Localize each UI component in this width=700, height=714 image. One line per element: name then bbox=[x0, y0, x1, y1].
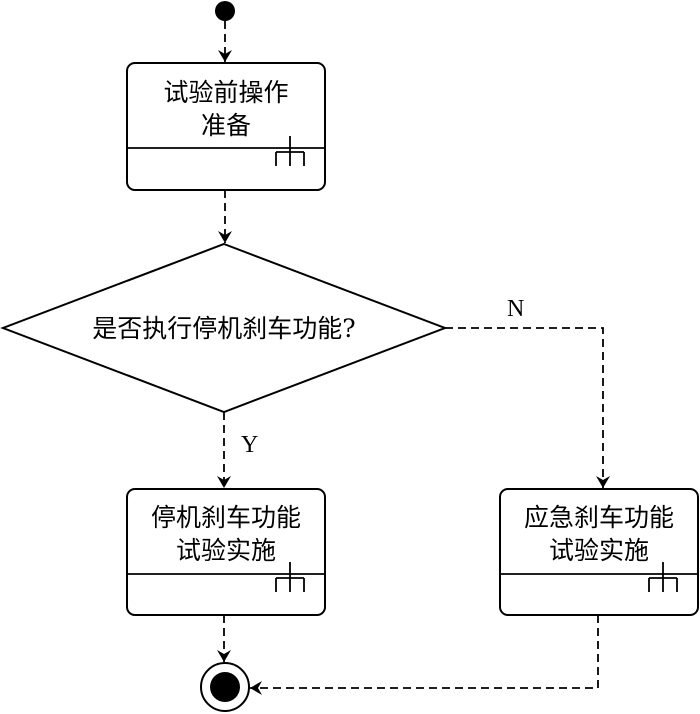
action-prep: 试验前操作 准备 bbox=[126, 62, 326, 191]
edge-emergency-brake-to-end bbox=[250, 615, 599, 695]
edge-label-yes: Y bbox=[241, 432, 258, 458]
edge-label-no: N bbox=[507, 296, 524, 322]
action-stop-brake: 停机刹车功能 试验实施 bbox=[126, 488, 326, 616]
decision-node: 是否执行停机刹车功能? bbox=[0, 242, 448, 414]
action-emergency-brake: 应急刹车功能 试验实施 bbox=[499, 488, 699, 616]
action-label-line-1: 停机刹车功能 bbox=[151, 503, 301, 532]
action-label-line-2: 准备 bbox=[201, 111, 251, 140]
action-label-line-2: 试验实施 bbox=[549, 536, 649, 565]
action-label-line-1: 应急刹车功能 bbox=[524, 503, 674, 532]
final-node-icon bbox=[200, 662, 250, 712]
subactivity-rake-icon bbox=[648, 562, 678, 592]
initial-node-icon bbox=[215, 1, 235, 21]
action-label-line-2: 试验实施 bbox=[176, 536, 276, 565]
subactivity-rake-icon bbox=[275, 562, 305, 592]
subactivity-rake-icon bbox=[275, 136, 305, 166]
action-label-line-1: 试验前操作 bbox=[163, 78, 288, 107]
decision-label: 是否执行停机刹车功能? bbox=[92, 314, 355, 343]
edge-decision-no bbox=[445, 327, 610, 488]
